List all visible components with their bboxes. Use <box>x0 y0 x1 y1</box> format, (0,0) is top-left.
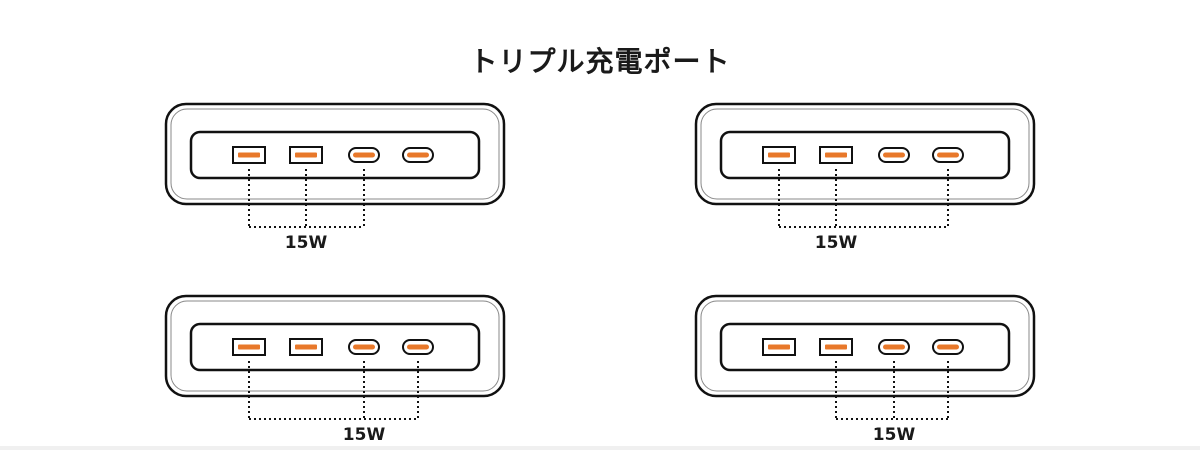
port-bezel <box>189 130 481 180</box>
panel-inner-edge <box>700 108 1030 200</box>
usb-a-port-contact <box>295 344 317 350</box>
port-bezel <box>719 130 1011 180</box>
bottom-divider <box>0 446 1200 450</box>
panel-inner-edge <box>170 108 500 200</box>
page-title: トリプル充電ポート <box>469 45 731 78</box>
power-bank-panel: 15W <box>164 102 506 253</box>
usb-c-port-contact <box>407 152 429 158</box>
usb-c-port-contact <box>883 344 905 350</box>
panel-inner-edge <box>700 300 1030 392</box>
usb-c-port-contact <box>407 344 429 350</box>
usb-c-port-contact <box>353 152 375 158</box>
usb-a-port-contact <box>238 344 260 350</box>
port-bezel <box>189 322 481 372</box>
usb-a-port-contact <box>768 152 790 158</box>
usb-a-port-contact <box>825 152 847 158</box>
usb-c-port-contact <box>937 152 959 158</box>
power-bank-panel: 15W <box>694 102 1036 253</box>
usb-a-port-contact <box>295 152 317 158</box>
usb-a-port-contact <box>768 344 790 350</box>
power-bank-panel: 15W <box>164 294 506 445</box>
wattage-label: 15W <box>815 233 858 253</box>
wattage-label: 15W <box>343 425 386 445</box>
usb-a-port-contact <box>825 344 847 350</box>
wattage-label: 15W <box>873 425 916 445</box>
usb-c-port-contact <box>883 152 905 158</box>
usb-c-port-contact <box>353 344 375 350</box>
wattage-label: 15W <box>285 233 328 253</box>
usb-a-port-contact <box>238 152 260 158</box>
power-bank-panel: 15W <box>694 294 1036 445</box>
usb-c-port-contact <box>937 344 959 350</box>
panel-inner-edge <box>170 300 500 392</box>
port-bezel <box>719 322 1011 372</box>
